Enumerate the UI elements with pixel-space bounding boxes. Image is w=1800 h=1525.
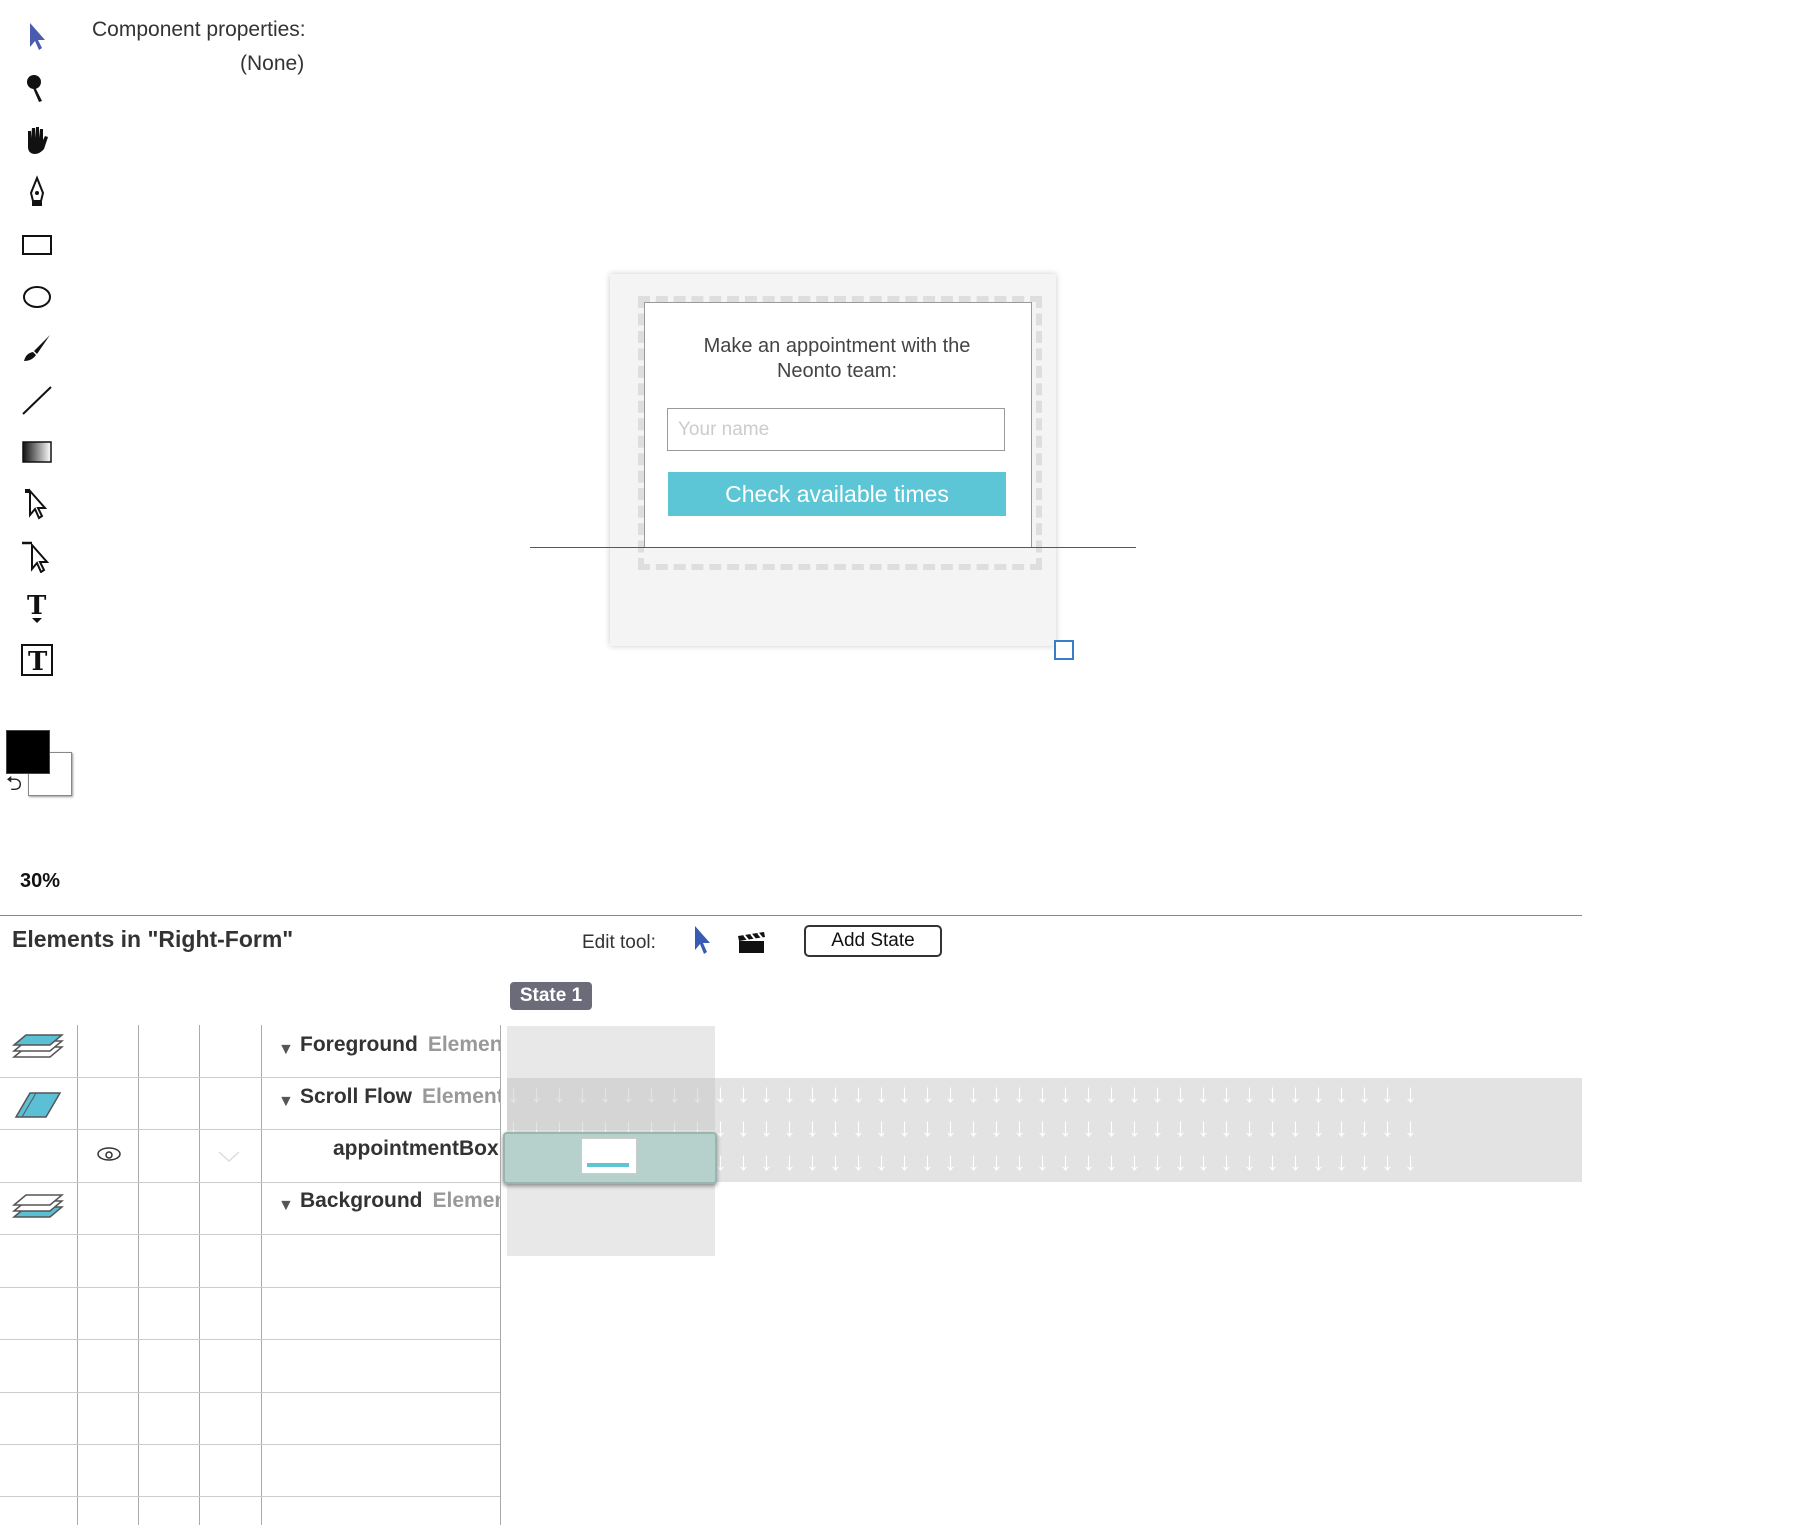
collapse-triangle-icon[interactable]: ▼ bbox=[278, 1093, 294, 1110]
row-foreground[interactable]: ForegroundElements bbox=[300, 1033, 500, 1056]
ellipse-icon[interactable] bbox=[14, 274, 60, 318]
card-title: Make an appointment with the Neonto team… bbox=[703, 335, 971, 382]
clip-thumbnail bbox=[581, 1138, 637, 1174]
visibility-eye-icon[interactable] bbox=[96, 1146, 122, 1162]
background-color-swatch[interactable] bbox=[28, 752, 72, 796]
line-icon[interactable] bbox=[14, 378, 60, 422]
rectangle-icon[interactable] bbox=[14, 222, 60, 266]
pin-icon[interactable] bbox=[14, 66, 60, 110]
row-background[interactable]: BackgroundElements bbox=[300, 1189, 500, 1212]
state-1-tab[interactable]: State 1 bbox=[510, 982, 592, 1010]
scroll-flow-layer-icon bbox=[14, 1092, 62, 1118]
zoom-level[interactable]: 30% bbox=[20, 870, 61, 892]
brush-icon[interactable] bbox=[14, 326, 60, 370]
svg-text:T: T bbox=[27, 591, 47, 621]
select-arrow-icon[interactable] bbox=[14, 14, 60, 58]
text-box-icon[interactable]: T bbox=[14, 638, 60, 682]
foreground-layer-icon bbox=[11, 1034, 64, 1058]
collapse-triangle-icon[interactable]: ▼ bbox=[278, 1197, 294, 1214]
component-properties-value: (None) bbox=[240, 52, 305, 75]
lock-toggle-icon[interactable] bbox=[216, 1148, 242, 1164]
clip-thumbnail-button bbox=[587, 1163, 629, 1167]
color-swatches: ⮌ bbox=[6, 730, 72, 800]
swap-colors-icon[interactable]: ⮌ bbox=[6, 773, 23, 795]
background-layer-icon bbox=[11, 1194, 64, 1218]
foreground-color-swatch[interactable] bbox=[6, 730, 50, 774]
direct-select-icon[interactable] bbox=[14, 482, 60, 526]
name-input[interactable] bbox=[667, 408, 1005, 451]
row-appointment-box[interactable]: appointmentBox bbox=[333, 1137, 499, 1160]
component-properties-label: Component properties: bbox=[92, 18, 306, 41]
collapse-triangle-icon[interactable]: ▼ bbox=[278, 1041, 294, 1058]
elements-panel-title: Elements in "Right-Form" bbox=[12, 926, 294, 952]
text-tool-icon[interactable]: T bbox=[14, 586, 60, 630]
add-state-button[interactable]: Add State bbox=[804, 925, 942, 957]
scroll-flow-band-state bbox=[507, 1078, 715, 1130]
clapperboard-icon[interactable] bbox=[736, 928, 766, 954]
edit-select-arrow-icon[interactable] bbox=[690, 924, 714, 958]
tool-palette: T T bbox=[0, 0, 75, 900]
pen-icon[interactable] bbox=[14, 170, 60, 214]
svg-text:T: T bbox=[28, 647, 48, 677]
panel-divider[interactable] bbox=[0, 915, 1582, 916]
edit-tool-label: Edit tool: bbox=[582, 932, 656, 953]
elements-grid: ▼ ForegroundElements ▼ Scroll FlowElemen… bbox=[0, 1025, 502, 1525]
resize-handle[interactable] bbox=[1054, 640, 1074, 660]
card-selection-border bbox=[638, 296, 1042, 570]
gradient-icon[interactable] bbox=[14, 430, 60, 474]
row-scroll-flow[interactable]: Scroll FlowElements bbox=[300, 1085, 500, 1108]
hand-icon[interactable] bbox=[14, 118, 60, 162]
guide-line bbox=[530, 547, 1136, 548]
check-available-times-button[interactable]: Check available times bbox=[668, 472, 1006, 516]
path-select-icon[interactable] bbox=[14, 534, 60, 578]
